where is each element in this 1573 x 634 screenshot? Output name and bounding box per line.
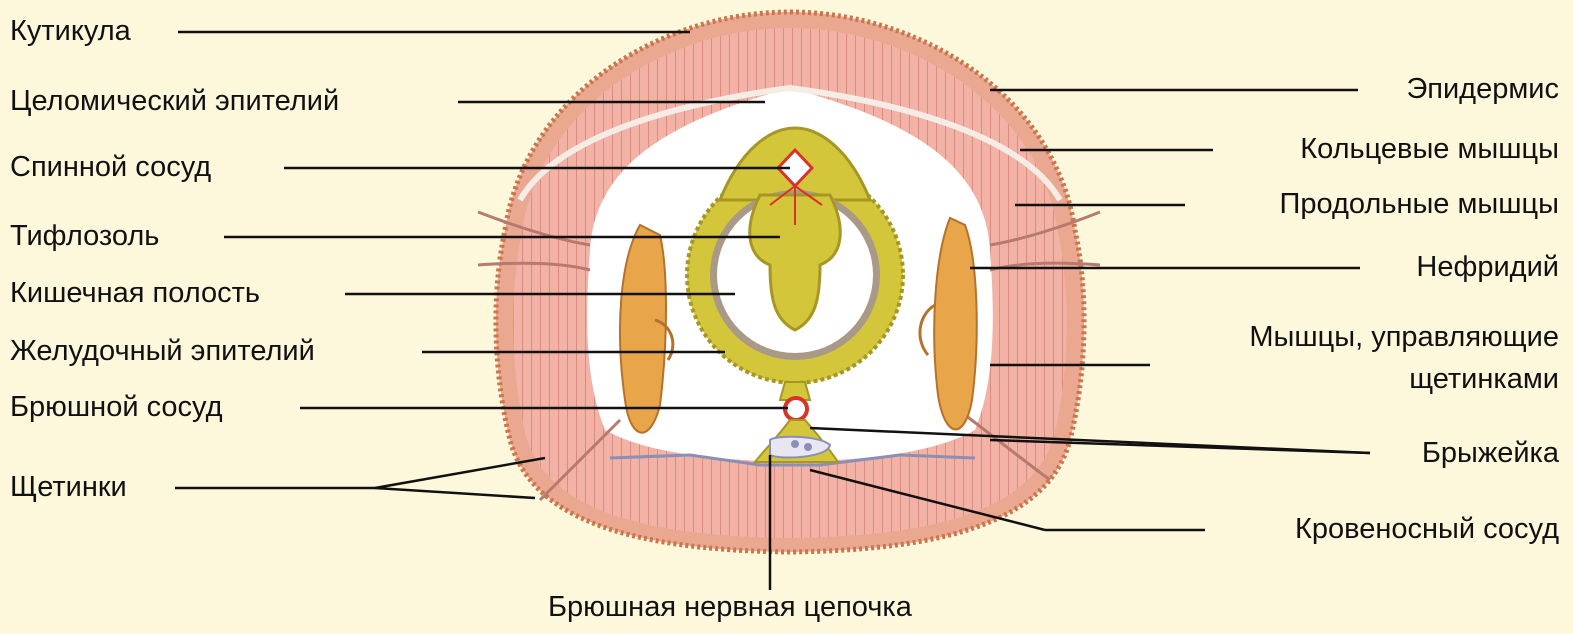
nephridium-right: [934, 218, 977, 429]
label-setae-muscles-line1: Мышцы, управляющие: [1249, 320, 1559, 354]
label-blood-vessel: Кровеносный сосуд: [1295, 512, 1559, 546]
label-gastric-epithelium: Желудочный эпителий: [10, 334, 315, 368]
label-ventral-nerve-cord: Брюшная нервная цепочка: [548, 590, 912, 624]
label-dorsal-vessel: Спинной сосуд: [10, 150, 211, 184]
label-longitudinal-muscles: Продольные мышцы: [1280, 187, 1559, 221]
label-ventral-vessel: Брюшной сосуд: [10, 390, 223, 424]
label-nephridium: Нефридий: [1416, 250, 1559, 284]
label-coelomic-epithelium: Целомический эпителий: [10, 84, 339, 118]
label-setae: Щетинки: [10, 470, 127, 504]
label-typhlosole: Тифлозоль: [10, 219, 159, 253]
label-cuticle: Кутикула: [10, 14, 131, 48]
label-intestinal-cavity: Кишечная полость: [10, 276, 260, 310]
label-epidermis: Эпидермис: [1406, 72, 1559, 106]
label-setae-muscles-line2: щетинками: [1409, 362, 1559, 396]
label-circular-muscles: Кольцевые мышцы: [1300, 132, 1559, 166]
ventral-vessel: [785, 398, 807, 420]
label-mesentery: Брыжейка: [1422, 436, 1559, 470]
